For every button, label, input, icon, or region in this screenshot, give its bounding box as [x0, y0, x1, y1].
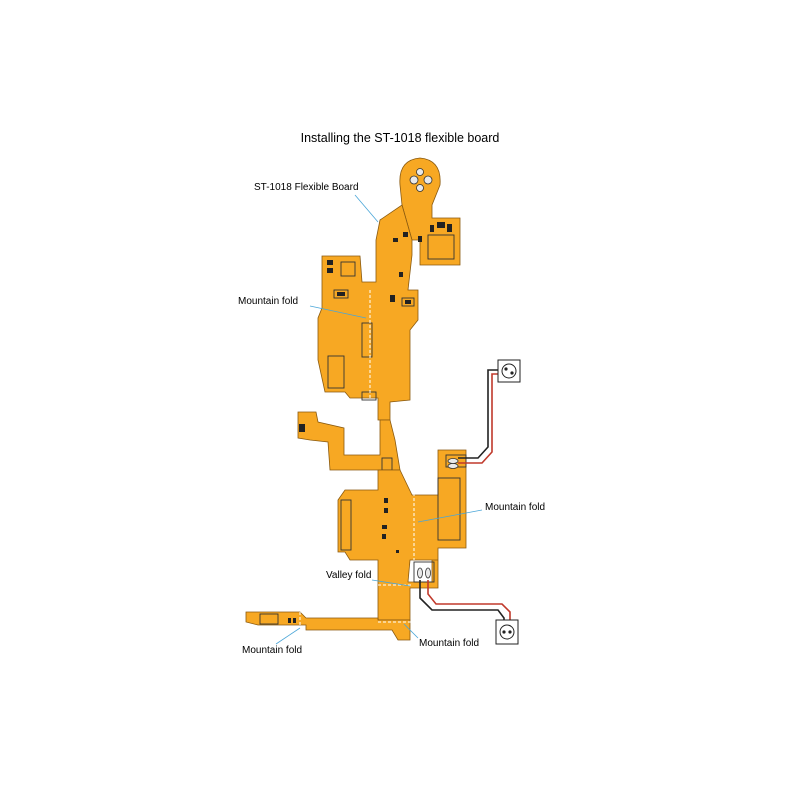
ic-chip — [340, 261, 356, 277]
square-component — [427, 234, 455, 260]
label-mountain-fold-upper: Mountain fold — [238, 296, 299, 307]
leader-board — [354, 194, 379, 223]
upper-body — [317, 204, 422, 421]
right-connector — [437, 477, 461, 541]
button-pad-right — [423, 175, 433, 185]
left-connector — [340, 499, 352, 551]
button-pad-left — [409, 175, 419, 185]
label-mountain-fold-left: Mountain fold — [242, 645, 303, 656]
label-mountain-fold-middle: Mountain fold — [485, 502, 546, 513]
wire-pads-lower — [413, 561, 435, 583]
middle-body — [337, 449, 467, 621]
leader-mountain-1 — [309, 305, 367, 319]
side-connector — [327, 355, 345, 389]
leader-mountain-2 — [417, 509, 483, 523]
connector-strip — [361, 322, 373, 358]
top-tab — [399, 157, 461, 266]
upper-wire — [458, 369, 500, 464]
button-pad-top — [416, 168, 424, 176]
end-connector — [259, 613, 279, 625]
label-valley-fold: Valley fold — [326, 570, 372, 581]
label-mountain-fold-bottom: Mountain fold — [419, 638, 480, 649]
diagram-title: Installing the ST-1018 flexible board — [300, 131, 500, 145]
bottom-arm — [245, 611, 411, 641]
leader-mountain-3 — [275, 627, 301, 645]
leader-valley — [371, 579, 411, 587]
leader-mountain-4 — [403, 623, 419, 639]
lower-socket — [495, 619, 519, 645]
upper-socket — [497, 359, 521, 383]
button-pad-bottom — [416, 184, 424, 192]
left-tab — [297, 411, 401, 471]
label-board: ST-1018 Flexible Board — [254, 182, 359, 193]
